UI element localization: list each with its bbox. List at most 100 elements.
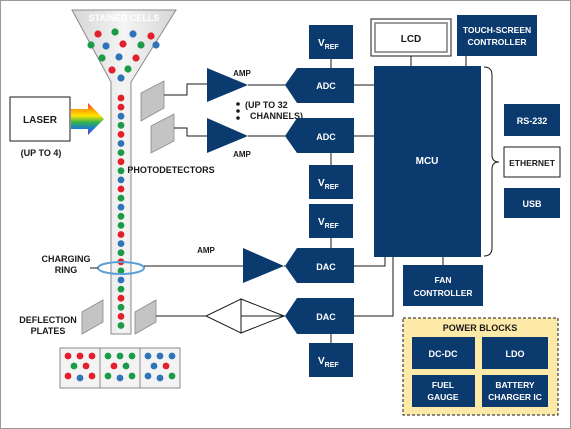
cell-dot: [102, 42, 110, 50]
cell-dot: [117, 212, 125, 220]
cell-dot: [137, 41, 145, 49]
touch-label-2: CONTROLLER: [467, 37, 526, 47]
cell-dot: [117, 322, 125, 329]
dcdc-label: DC-DC: [429, 349, 458, 359]
vref-block-3: VREF: [309, 204, 353, 238]
cell-dot: [116, 374, 124, 382]
svg-text:VREF: VREF: [318, 178, 339, 191]
deflection-plate-left: [81, 299, 104, 335]
cell-dot: [117, 303, 125, 311]
cell-dot: [70, 362, 78, 370]
cell-dot: [150, 362, 158, 370]
cell-dot: [119, 40, 127, 48]
rainbow-arrow-icon: [71, 103, 104, 135]
cell-dot: [144, 352, 152, 360]
laser-box: [9, 96, 71, 142]
fan-label-1: FAN: [435, 275, 452, 285]
cell-dot: [117, 131, 125, 138]
cell-dot: [128, 352, 136, 360]
cell-dot: [117, 158, 125, 166]
cell-dot: [82, 362, 90, 370]
cell-dot: [124, 65, 132, 73]
cell-dot: [98, 54, 106, 62]
cell-dot: [117, 222, 125, 229]
stained-cells: [87, 28, 160, 82]
cell-dot: [88, 372, 96, 380]
cell-dot: [116, 352, 124, 360]
cell-dot: [94, 30, 102, 38]
cell-dot: [162, 362, 170, 370]
cell-dot: [117, 121, 125, 129]
cell-dot: [117, 294, 125, 302]
cell-dot: [64, 352, 72, 360]
adc-2: [285, 118, 354, 153]
battery-label-2: CHARGER IC: [488, 392, 542, 402]
deflection-label-1: DEFLECTION: [19, 315, 77, 325]
mcu-label: MCU: [416, 156, 439, 167]
cell-dot: [129, 30, 137, 38]
rs232-label: RS-232: [517, 116, 548, 126]
deflection-plate-right: [134, 299, 157, 335]
cell-dot: [144, 372, 152, 380]
adc-1: [285, 68, 354, 103]
cell-dot: [117, 267, 125, 275]
cell-dot: [117, 74, 125, 82]
battery-charger-block: [482, 375, 548, 407]
cell-dot: [156, 374, 164, 382]
cell-dot: [87, 41, 95, 49]
cell-dot: [152, 41, 160, 49]
lcd-label: LCD: [401, 34, 422, 45]
deflection-label-2: PLATES: [31, 326, 66, 336]
cell-dot: [110, 362, 118, 370]
cell-dot: [168, 372, 176, 380]
cell-dot: [117, 231, 125, 238]
vref-block-4: VREF: [309, 343, 353, 377]
usb-label: USB: [522, 199, 542, 209]
svg-text:VREF: VREF: [318, 217, 339, 230]
fan-controller: [403, 265, 483, 306]
fuel-label-2: GAUGE: [427, 392, 459, 402]
cell-dot: [117, 249, 125, 257]
amp-dac: [243, 248, 284, 283]
laser-label: LASER: [23, 115, 58, 126]
cell-dot: [117, 167, 125, 175]
battery-label-1: BATTERY: [495, 380, 535, 390]
photodetectors-label: PHOTODETECTORS: [127, 165, 214, 175]
cell-dot: [147, 32, 155, 40]
power-blocks-label: POWER BLOCKS: [443, 323, 518, 333]
cell-dot: [104, 352, 112, 360]
cell-dot: [108, 66, 116, 74]
cell-dot: [64, 372, 72, 380]
cell-dot: [117, 313, 125, 320]
cell-dot: [117, 140, 125, 147]
cell-dot: [168, 352, 176, 360]
fuel-label-1: FUEL: [432, 380, 454, 390]
mcu-block: [374, 66, 481, 257]
ethernet-label: ETHERNET: [509, 158, 556, 168]
photodetector-bottom: [150, 113, 175, 154]
touch-label-1: TOUCH-SCREEN: [463, 25, 531, 35]
cell-dot: [117, 185, 125, 193]
fan-label-2: CONTROLLER: [413, 288, 472, 298]
cell-dot: [117, 240, 125, 248]
sorted-cells: [64, 352, 176, 382]
amp-top-label: AMP: [233, 69, 251, 78]
laser-note: (UP TO 4): [21, 148, 62, 158]
amp-dac-label: AMP: [197, 246, 215, 255]
dcdc-block: [412, 337, 475, 369]
cell-dot: [117, 94, 125, 102]
cell-dot: [104, 372, 112, 380]
adc-1-label: ADC: [316, 81, 336, 91]
vref-block-1: VREF: [309, 25, 353, 59]
ldo-block: [482, 337, 548, 369]
ethernet-block: [503, 146, 561, 178]
dac-1: [285, 248, 354, 283]
cell-dot: [88, 352, 96, 360]
stained-cells-label: STAINED CELLS: [89, 13, 160, 23]
amp-top: [207, 68, 248, 102]
usb-block: [504, 188, 560, 218]
cell-dot: [156, 352, 164, 360]
cell-dot: [117, 112, 125, 120]
cell-dot: [117, 176, 125, 184]
